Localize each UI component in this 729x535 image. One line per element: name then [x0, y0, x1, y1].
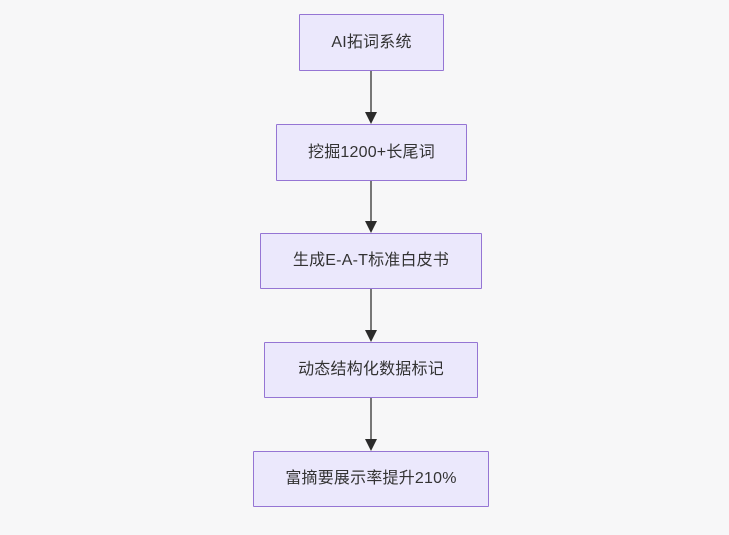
flowchart-node-ai-keyword-system[interactable]: AI拓词系统: [299, 14, 444, 71]
flowchart-node-mine-longtail-keywords[interactable]: 挖掘1200+长尾词: [276, 124, 467, 181]
node-label: 挖掘1200+长尾词: [308, 143, 435, 161]
flowchart-node-rich-snippet-impression-lift[interactable]: 富摘要展示率提升210%: [253, 451, 489, 507]
node-label: 动态结构化数据标记: [298, 361, 444, 379]
flowchart-node-dynamic-structured-data-markup[interactable]: 动态结构化数据标记: [264, 342, 478, 398]
node-label: AI拓词系统: [331, 33, 412, 51]
edge-n4-n5: [365, 398, 377, 451]
edge-n2-n3: [365, 181, 377, 233]
edge-n3-n4: [365, 289, 377, 342]
node-label: 富摘要展示率提升210%: [285, 470, 457, 488]
flowchart-node-generate-eat-whitepaper[interactable]: 生成E-A-T标准白皮书: [260, 233, 482, 289]
node-label: 生成E-A-T标准白皮书: [292, 252, 450, 270]
edge-n1-n2: [365, 71, 377, 124]
